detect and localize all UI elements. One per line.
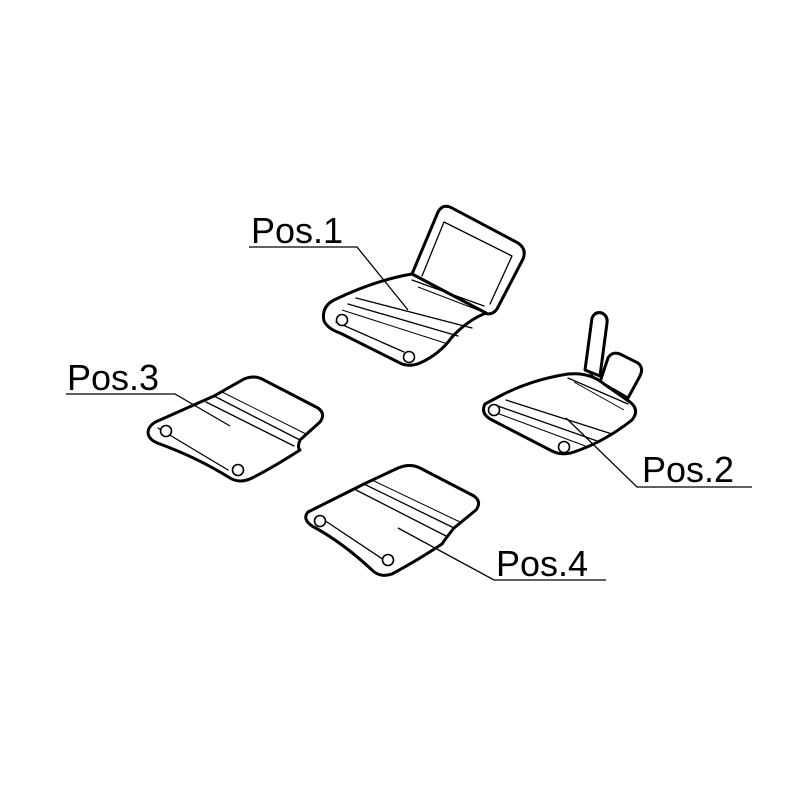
leader-line-pos-4: [397, 527, 606, 581]
mat-pos-1-fixing-hole-left: [335, 313, 349, 327]
mat-pos-4-fixing-hole-left: [313, 514, 327, 528]
leader-line-pos-3: [66, 393, 231, 427]
mat-pos-2-fixing-hole-left: [487, 403, 501, 417]
mat-pos-3-outline: [146, 375, 325, 483]
label-pos-2: Pos.2: [642, 449, 734, 490]
mat-pos-3-fixing-hole-right: [231, 463, 245, 477]
mat-pos-1-fixing-hole-right: [402, 350, 416, 364]
mat-pos-2-tall-tab: [583, 311, 609, 378]
callout-pos-1: Pos.1: [249, 210, 409, 311]
mat-pos-1-floor: [322, 272, 488, 367]
label-pos-4: Pos.4: [496, 543, 588, 584]
leader-line-pos-1: [249, 246, 409, 311]
callout-pos-3: Pos.3: [66, 357, 231, 427]
mat-pos-3-fixing-hole-left: [159, 424, 173, 438]
mat-pos-2-fixing-hole-right: [557, 440, 571, 454]
callout-pos-4: Pos.4: [397, 527, 606, 584]
label-pos-3: Pos.3: [67, 357, 159, 398]
callout-pos-2: Pos.2: [565, 417, 752, 490]
mat-pos-4: [304, 464, 481, 577]
mat-pos-3: [146, 375, 325, 483]
mat-pos-2: [482, 311, 644, 456]
mat-pos-4-fixing-hole-right: [381, 553, 395, 567]
label-pos-1: Pos.1: [251, 210, 343, 251]
mat-pos-1: [322, 204, 526, 367]
leader-line-pos-2: [565, 417, 752, 488]
mat-pos-2-floor: [482, 372, 637, 456]
